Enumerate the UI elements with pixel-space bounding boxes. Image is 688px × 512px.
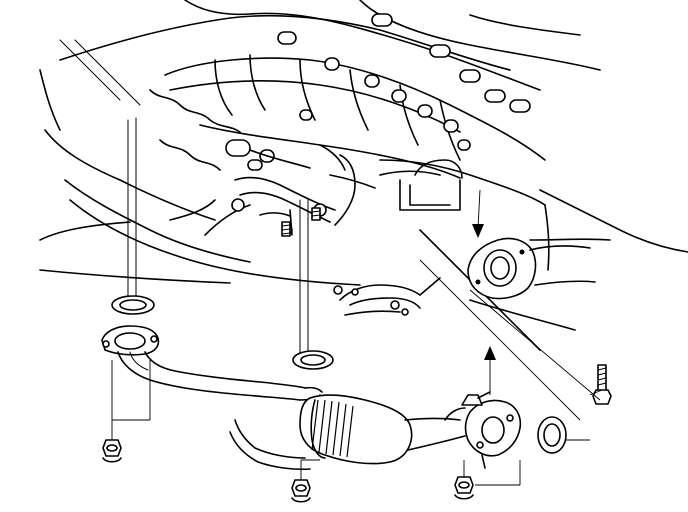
stud-bolt-left-icon [281, 221, 291, 237]
nut-center [291, 479, 311, 503]
catalytic-converter-icon [299, 394, 466, 465]
engine-block-icon [149, 13, 546, 236]
gasket-upper-left [111, 295, 155, 315]
exhaust-pipe-icon [101, 325, 323, 471]
arrow-up-icon [484, 346, 496, 395]
hex-bolt-icon [592, 364, 612, 405]
rear-flange-icon [461, 391, 522, 469]
chassis-floor-icon [39, 0, 688, 356]
gasket-right [537, 416, 567, 454]
arrow-down-icon [472, 189, 484, 238]
leader-lines [111, 259, 603, 486]
stud-bolt-mid-icon [311, 207, 321, 221]
exhaust-flange-icon [467, 237, 596, 300]
support-bracket-icon [333, 277, 441, 316]
nut-right [454, 476, 474, 500]
gasket-middle [292, 350, 334, 370]
nut-left [102, 439, 122, 463]
